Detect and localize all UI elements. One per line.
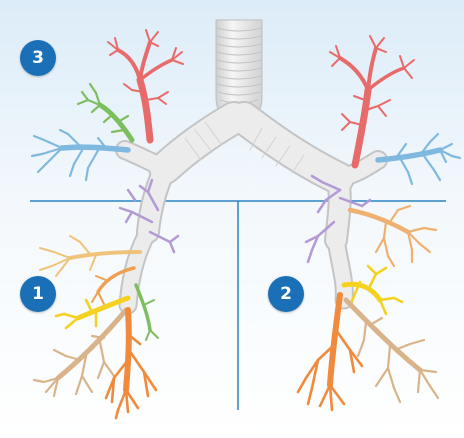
- region-badge-1: 1: [20, 276, 56, 312]
- region-badge-2: 2: [268, 276, 304, 312]
- region-badge-3: 3: [20, 40, 56, 76]
